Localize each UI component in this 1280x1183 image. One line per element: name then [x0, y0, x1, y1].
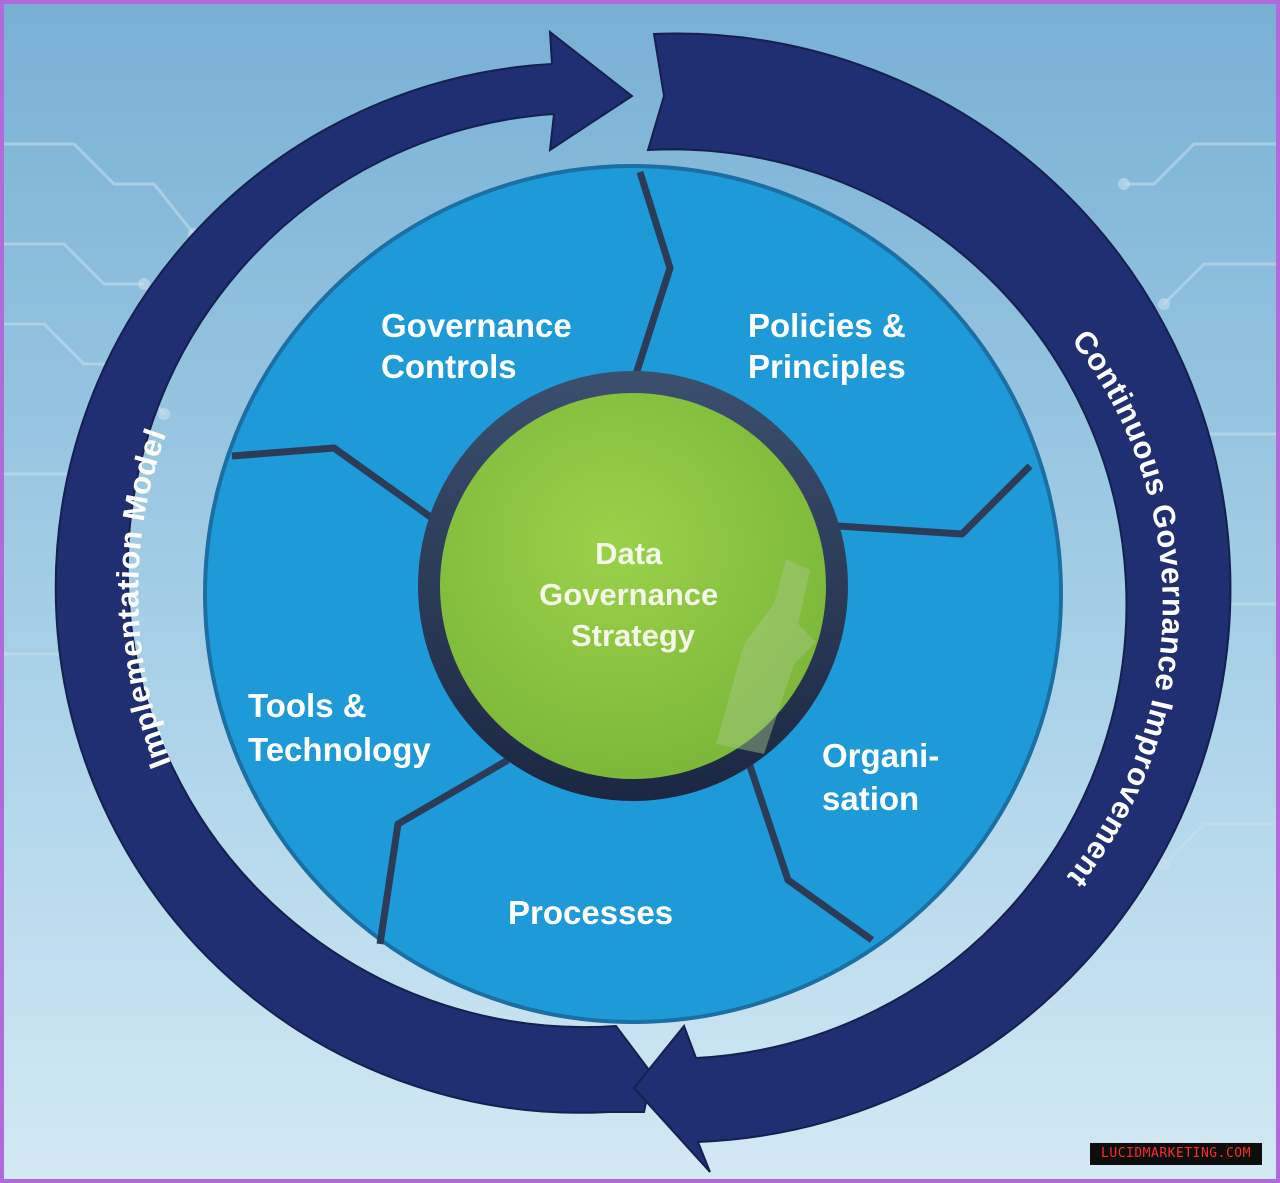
- segment-label-governance-controls: Governance Controls: [381, 307, 581, 385]
- continuous-improvement-arrow: [632, 32, 1232, 1173]
- segment-label-organisation: Organi- sation: [822, 737, 949, 817]
- segment-label-processes: Processes: [508, 894, 673, 931]
- implementation-model-arrow: [54, 29, 654, 1114]
- core-circle: [440, 393, 826, 779]
- center-label: Data Governance Strategy: [539, 536, 727, 653]
- growth-arrow-icon: [716, 559, 816, 754]
- watermark-label: LUCIDMARKETING.COM: [1090, 1143, 1262, 1165]
- segment-dividers: [231, 170, 1033, 945]
- circuit-pattern: [4, 142, 1276, 866]
- segment-label-policies-principles: Policies & Principles: [748, 307, 915, 385]
- segment-label-tools-technology: Tools & Technology: [248, 687, 431, 768]
- governance-wheel: Governance Controls Policies & Principle…: [4, 4, 1276, 1179]
